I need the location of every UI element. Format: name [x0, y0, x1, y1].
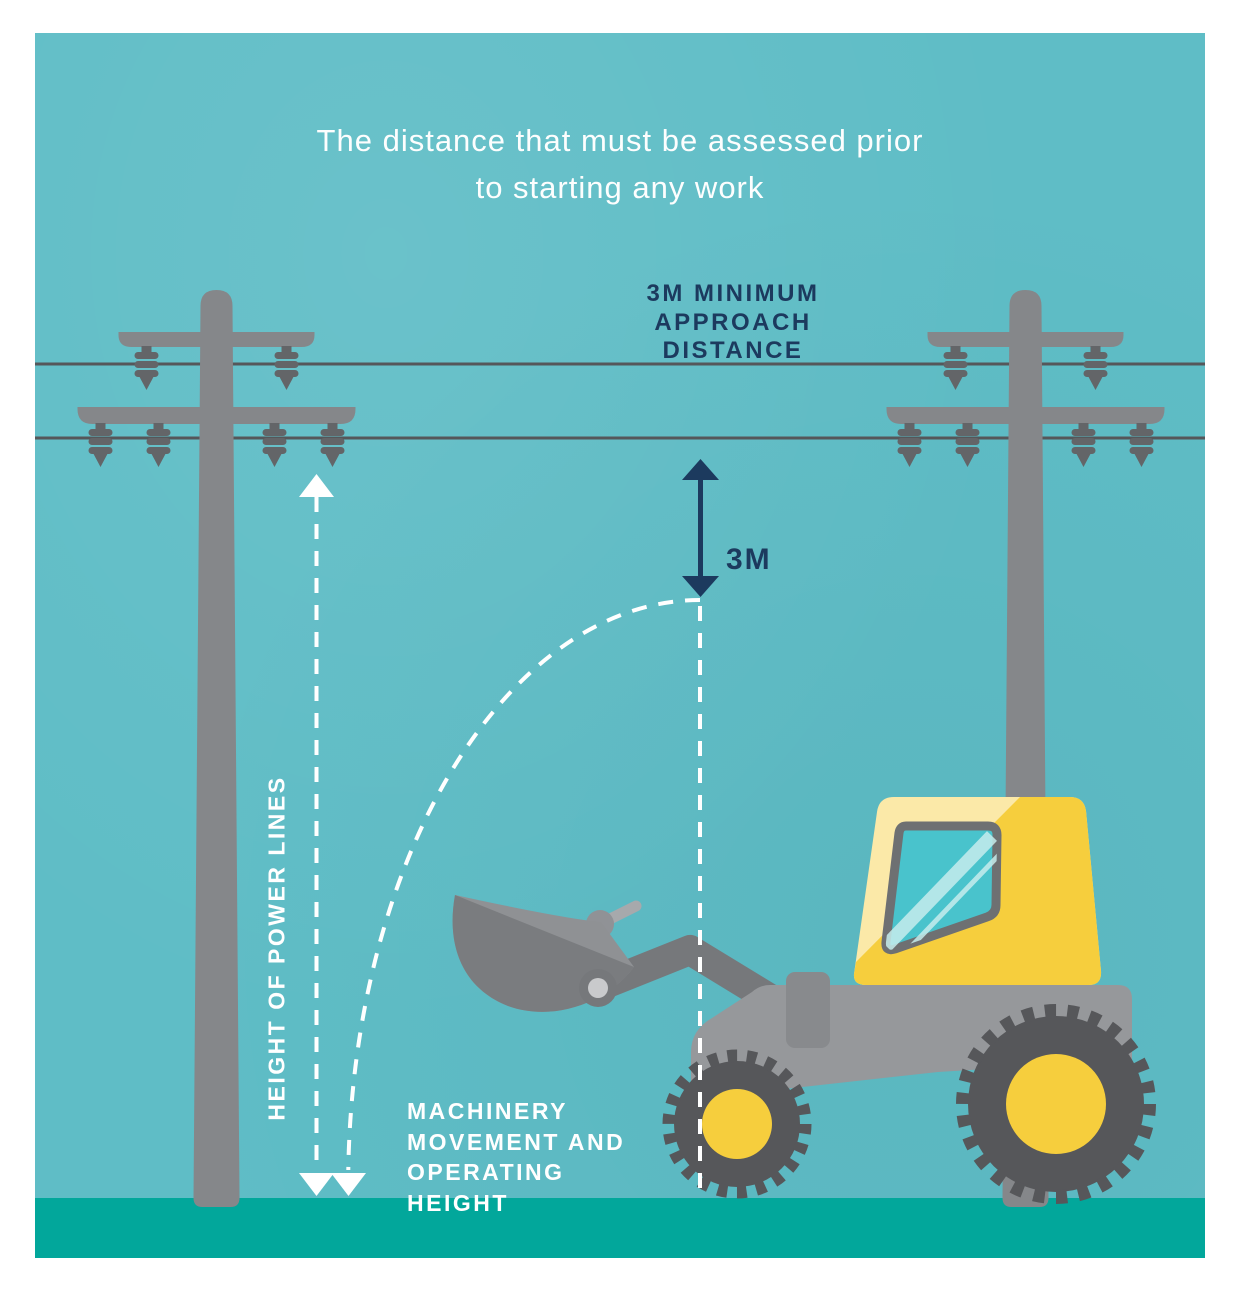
height-measurement — [299, 474, 334, 1196]
double-arrow-up-icon — [682, 459, 719, 480]
three-metre-label: 3M — [726, 543, 772, 576]
title-line-1: The distance that must be assessed prior — [316, 123, 924, 158]
movement-arc-dashed — [346, 598, 701, 1171]
boom-mount-post — [786, 972, 830, 1048]
utility-pole-left — [78, 290, 356, 1207]
machinery-label-line-3: OPERATING — [407, 1159, 565, 1185]
approach-distance-arrow — [682, 459, 719, 597]
front-wheel — [662, 1049, 812, 1199]
height-of-power-lines-label: HEIGHT OF POWER LINES — [263, 775, 290, 1121]
machinery-label-line-1: MACHINERY — [407, 1098, 568, 1124]
window-reflection — [885, 831, 997, 950]
front-wheel-hub — [702, 1089, 772, 1159]
approach-distance-label: 3M MINIMUM APPROACH DISTANCE — [558, 280, 908, 366]
machinery-movement-arc — [331, 598, 701, 1196]
double-arrow-down-icon — [682, 576, 719, 597]
bucket-elbow-pin — [588, 978, 608, 998]
page-title: The distance that must be assessed prior… — [35, 117, 1205, 211]
machinery-movement-label: MACHINERY MOVEMENT AND OPERATING HEIGHT — [407, 1096, 625, 1218]
loader-cab — [853, 797, 1102, 985]
ground-strip — [35, 1198, 1205, 1258]
machinery-label-line-4: HEIGHT — [407, 1189, 509, 1216]
rear-wheel — [956, 1004, 1156, 1204]
rear-wheel-hub — [1006, 1054, 1106, 1154]
approach-label-line-1: 3M MINIMUM — [646, 280, 820, 307]
title-line-2: to starting any work — [475, 170, 765, 205]
front-loader — [452, 797, 1156, 1204]
down-arrow-icon — [299, 1173, 334, 1196]
up-arrow-icon — [299, 474, 334, 497]
machinery-label-line-2: MOVEMENT AND — [407, 1128, 626, 1155]
approach-label-line-3: DISTANCE — [662, 337, 804, 364]
scene-graphic — [35, 33, 1205, 1258]
down-arrow-icon — [331, 1173, 366, 1196]
approach-label-line-2: APPROACH — [654, 308, 812, 336]
illustration-canvas: The distance that must be assessed prior… — [35, 33, 1205, 1258]
